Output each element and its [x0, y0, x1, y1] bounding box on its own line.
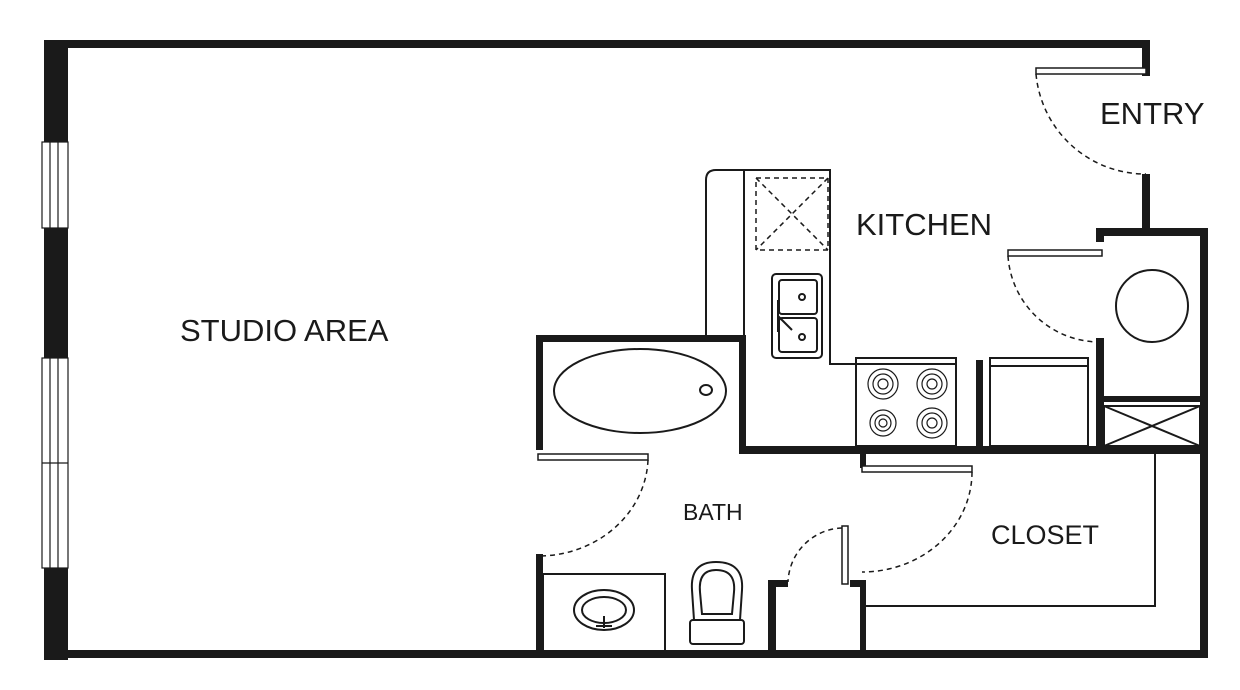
kitchen-counter	[705, 169, 860, 446]
window-upper	[41, 141, 69, 229]
windows	[41, 141, 69, 569]
water-heater	[1115, 269, 1189, 343]
room-labels: STUDIO AREA ENTRY KITCHEN BATH CLOSET	[180, 96, 1205, 550]
bath-door-leaf	[537, 453, 649, 461]
studio-area-label: STUDIO AREA	[180, 313, 389, 348]
bath-door-swing	[539, 459, 649, 557]
interior-walls	[536, 228, 1208, 658]
linen-door-swing	[787, 527, 843, 583]
closet-label: CLOSET	[991, 520, 1099, 550]
bathtub	[553, 348, 727, 434]
closet-door-swing	[861, 471, 973, 573]
closet-partition	[866, 452, 1156, 607]
dishwasher	[989, 357, 1089, 447]
kitchen-label: KITCHEN	[856, 207, 992, 242]
hvac-unit	[1103, 405, 1201, 447]
bath-vanity	[542, 573, 666, 655]
burner	[867, 368, 948, 439]
entry-door-leaf	[1035, 67, 1147, 75]
toilet	[689, 560, 745, 645]
wh-door-leaf	[1007, 249, 1103, 257]
kitchen-sink	[771, 273, 823, 359]
linen-door-leaf	[841, 525, 849, 585]
entry-label: ENTRY	[1100, 96, 1205, 131]
wh-door-swing	[1007, 255, 1099, 343]
refrigerator	[755, 177, 829, 251]
entry-door-swing	[1035, 73, 1147, 175]
range	[855, 357, 957, 447]
doors	[537, 67, 1147, 585]
closet-door-leaf	[861, 465, 973, 473]
bath-label: BATH	[683, 499, 743, 525]
